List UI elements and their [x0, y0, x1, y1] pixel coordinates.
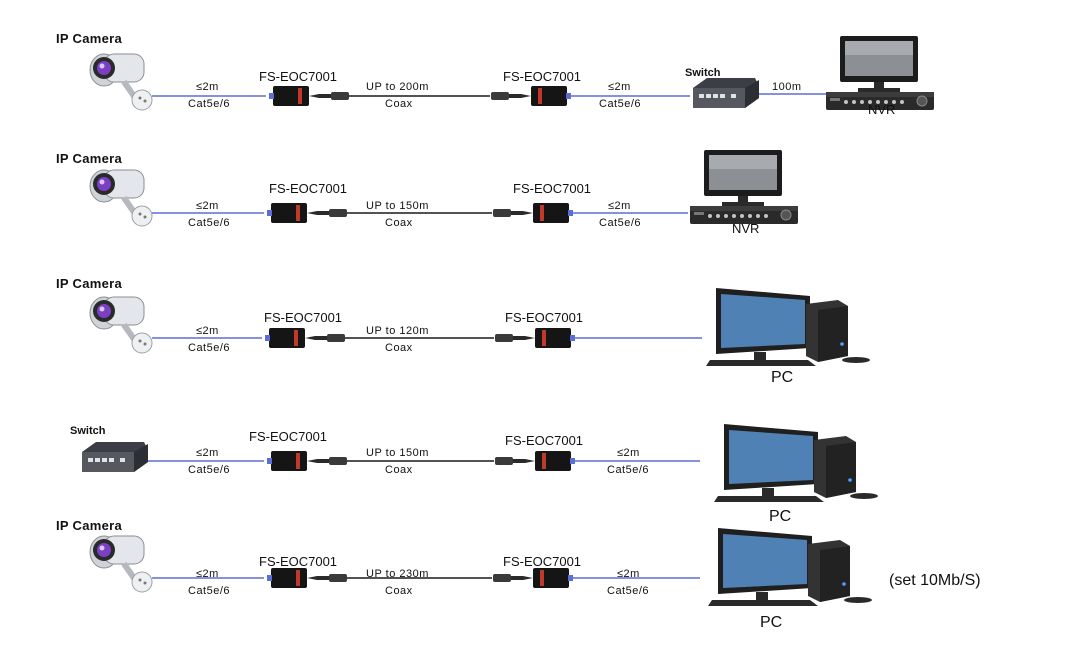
switch-cable-length: 100m [772, 81, 802, 93]
eoc-adapter-icon [493, 203, 573, 223]
coax-label: Coax [385, 585, 413, 597]
eoc-device-right-label: FS-EOC7001 [513, 181, 592, 196]
switch-label: Switch [685, 67, 721, 79]
eoc-device-left-label: FS-EOC7001 [259, 554, 338, 569]
row-3 [89, 288, 870, 366]
speed-note: (set 10Mb/S) [889, 572, 981, 589]
eoc-device-right-label: FS-EOC7001 [505, 310, 584, 325]
eoc-device-left-label: FS-EOC7001 [249, 429, 328, 444]
eoc-device-right-label: FS-EOC7001 [505, 433, 584, 448]
coax-label: Coax [385, 217, 413, 229]
short-cable-type: Cat5e/6 [188, 342, 231, 354]
row-4 [82, 424, 878, 502]
dest-label: PC [760, 614, 783, 631]
short-cable-length: ≤2m [196, 81, 219, 93]
camera-icon [89, 535, 153, 593]
coax-length: UP to 200m [366, 81, 429, 93]
source-label: IP Camera [56, 31, 123, 46]
dest-label: NVR [732, 221, 760, 236]
eoc-device-left-label: FS-EOC7001 [269, 181, 348, 196]
dest-label: NVR [868, 102, 896, 117]
coax-label: Coax [385, 98, 413, 110]
camera-icon [89, 169, 153, 227]
short-cable-length: ≤2m [196, 568, 219, 580]
dest-label: PC [769, 508, 792, 525]
source-label: IP Camera [56, 518, 123, 533]
short-cable-type-right: Cat5e/6 [607, 464, 650, 476]
short-cable-length: ≤2m [196, 447, 219, 459]
row-2 [89, 149, 799, 227]
short-cable-length-right: ≤2m [608, 200, 631, 212]
short-cable-length-right: ≤2m [617, 447, 640, 459]
source-label: IP Camera [56, 276, 123, 291]
short-cable-length-right: ≤2m [608, 81, 631, 93]
coax-label: Coax [385, 342, 413, 354]
camera-icon [89, 296, 153, 354]
nvr-icon [689, 149, 799, 225]
pc-icon [708, 528, 872, 606]
switch-icon [82, 442, 148, 472]
short-cable-type-right: Cat5e/6 [607, 585, 650, 597]
short-cable-type: Cat5e/6 [188, 585, 231, 597]
coax-label: Coax [385, 464, 413, 476]
eoc-device-right-label: FS-EOC7001 [503, 554, 582, 569]
coax-length: UP to 150m [366, 200, 429, 212]
eoc-device-right-label: FS-EOC7001 [503, 69, 582, 84]
eoc-device-left-label: FS-EOC7001 [264, 310, 343, 325]
eoc-adapter-icon [267, 451, 347, 471]
eoc-adapter-icon [493, 568, 573, 588]
short-cable-type: Cat5e/6 [188, 98, 231, 110]
coax-length: UP to 230m [366, 568, 429, 580]
short-cable-length-right: ≤2m [617, 568, 640, 580]
row-5 [89, 528, 872, 606]
eoc-adapter-icon [269, 86, 349, 106]
coax-length: UP to 150m [366, 447, 429, 459]
short-cable-length: ≤2m [196, 200, 219, 212]
short-cable-type: Cat5e/6 [188, 464, 231, 476]
short-cable-type-right: Cat5e/6 [599, 217, 642, 229]
eoc-adapter-icon [491, 86, 571, 106]
nvr-icon [825, 35, 935, 111]
pc-icon [714, 424, 878, 502]
eoc-adapter-icon [495, 451, 575, 471]
source-label: IP Camera [56, 151, 123, 166]
short-cable-length: ≤2m [196, 325, 219, 337]
eoc-adapter-icon [265, 328, 345, 348]
short-cable-type: Cat5e/6 [188, 217, 231, 229]
eoc-adapter-icon [495, 328, 575, 348]
source-label: Switch [70, 425, 106, 437]
coax-length: UP to 120m [366, 325, 429, 337]
switch-icon [693, 78, 759, 108]
camera-icon [89, 53, 153, 111]
dest-label: PC [771, 369, 794, 386]
row-1 [89, 35, 935, 111]
eoc-adapter-icon [267, 568, 347, 588]
short-cable-type-right: Cat5e/6 [599, 98, 642, 110]
pc-icon [706, 288, 870, 366]
eoc-adapter-icon [267, 203, 347, 223]
eoc-device-left-label: FS-EOC7001 [259, 69, 338, 84]
